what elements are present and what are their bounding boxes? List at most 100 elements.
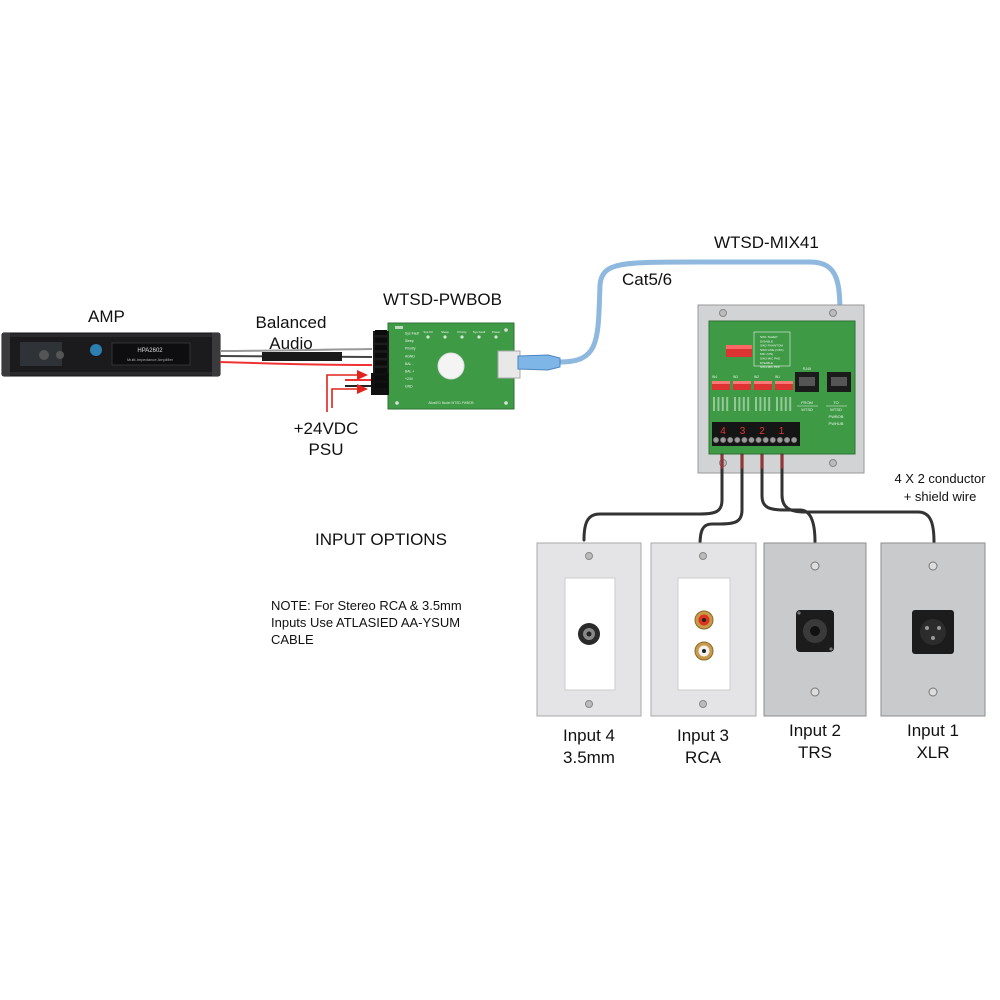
input1-type: XLR — [916, 743, 950, 762]
mix41-channel-number: 4 — [720, 426, 726, 437]
input3-plate — [650, 542, 757, 717]
mix41-dip-switch-top — [712, 381, 730, 384]
pwbob-terminal-label: Sys Fault — [405, 332, 419, 336]
pwbob-top-label: Sys Flt — [423, 330, 432, 334]
pwbob-led — [460, 335, 464, 339]
input3-caption: Input 3 RCA — [653, 725, 753, 769]
pwbob-terminal-screw — [375, 375, 387, 381]
mix41-to-label: WTSD — [830, 407, 842, 412]
pwbob-terminal-label: +24V — [405, 377, 414, 381]
mix41-silk-line — [763, 397, 766, 411]
mix41-silk-line — [717, 397, 720, 411]
note-line2: Inputs Use ATLASIED AA-YSUM — [271, 615, 461, 630]
mix41-dip-head: IN1 — [775, 375, 780, 379]
mix41-dip-switch — [754, 381, 772, 390]
balanced-audio-label: Balanced Audio — [236, 312, 346, 354]
mix41-silk-line — [738, 397, 741, 411]
cat-label: Cat5/6 — [622, 270, 673, 289]
conductor-line1: 4 X 2 conductor — [894, 471, 986, 486]
pwbob-footer-text: AtlasIED Model WTSD-PWBOB — [428, 401, 473, 405]
mix41-to-label: TO — [833, 400, 838, 405]
mix41-dip-note: SW1 SLEEP — [760, 335, 778, 339]
mix41-terminal-screw — [712, 436, 720, 444]
mix41-dip-head: IN4 — [712, 375, 717, 379]
pwbob-top-label: Priority — [457, 330, 467, 334]
mix41-silk-line — [759, 397, 762, 411]
balanced-audio-cable — [219, 348, 373, 366]
mix41-silk-line — [784, 397, 787, 411]
mix41-dip-switch — [733, 381, 751, 390]
amplifier: HPA2602 Multi-Impedance Amplifier — [1, 332, 221, 377]
pwbob-terminal-label: Priority — [405, 347, 416, 351]
mix41-from-label: WTSD — [801, 407, 813, 412]
mix41-dip-note: DISABLE — [760, 361, 773, 365]
conductor-line2: + shield wire — [903, 489, 977, 504]
mix41-silk-line — [742, 397, 745, 411]
pwbob-terminal-label: AGND — [405, 354, 415, 358]
pwbob-terminal-screw — [375, 383, 387, 389]
input1-caption: Input 1 XLR — [883, 720, 983, 764]
mix41-dip-note: DISABLE — [760, 339, 773, 343]
mix41-from-label: FROM — [801, 400, 813, 405]
mix41-silk-line — [776, 397, 778, 411]
mix41-terminal-screw — [734, 436, 741, 444]
mix41-silk-line — [768, 397, 771, 411]
input2-name: Input 2 — [789, 721, 841, 740]
mix41-terminal-screw — [719, 436, 727, 444]
mix41-silk-line — [721, 397, 724, 411]
mix41-terminal-screw — [727, 436, 734, 444]
pwbob-terminal-label: GND — [405, 385, 413, 389]
mix41-dip-switch-top — [775, 381, 793, 384]
input-wires — [582, 453, 936, 547]
input2-type: TRS — [798, 743, 832, 762]
mix41-terminal-screw — [769, 436, 776, 444]
mix41-silk-line — [789, 397, 792, 411]
mix41-dip-head: IN2 — [754, 375, 759, 379]
mix41-channel-number: 1 — [779, 426, 785, 437]
amp-model-text: HPA2602 — [137, 348, 163, 354]
mix41-silk-line — [755, 397, 757, 411]
input4-name: Input 4 — [563, 726, 615, 745]
mix41-dip-note: SW3 LINE (OFF) — [760, 348, 784, 352]
input4-caption: Input 4 3.5mm — [539, 725, 639, 769]
mix41-terminal-screw — [755, 436, 762, 444]
psu-line1: +24VDC — [293, 419, 359, 438]
input3-name: Input 3 — [677, 726, 729, 745]
mix41-channel-number: 2 — [759, 426, 765, 437]
input4-type: 3.5mm — [563, 748, 615, 767]
pwbob-terminal-screw — [375, 360, 387, 366]
pwbob-led — [426, 335, 430, 339]
pwbob-top-label: Sys Fault — [473, 330, 486, 334]
input1-plate — [880, 542, 986, 717]
pwbob-terminal-label: BAL - — [405, 362, 413, 366]
pwbob-terminal-label: BAL + — [405, 370, 414, 374]
mix41-terminal-screw — [790, 436, 798, 444]
pwbob-terminal-screw — [375, 352, 387, 358]
balanced-audio-line1: Balanced — [255, 313, 327, 332]
pwbob-top-label: Sleep — [441, 330, 449, 334]
mix41-dip-switch-top — [733, 381, 751, 384]
balanced-audio-line2: Audio — [269, 334, 313, 353]
mix41-to-label: PWBOB — [829, 414, 844, 419]
rj45-label: RJ45 — [803, 367, 811, 371]
input-options-heading: INPUT OPTIONS — [315, 530, 447, 549]
mix41-to-label: PWHUB — [829, 421, 844, 426]
mix41-silk-line — [713, 397, 715, 411]
pwbob-terminal-screw — [375, 345, 387, 351]
input2-caption: Input 2 TRS — [765, 720, 865, 764]
mix41-dip-switch — [712, 381, 730, 390]
pwbob-led — [477, 335, 481, 339]
psu-line2: PSU — [308, 440, 344, 459]
amp-label: AMP — [88, 307, 125, 326]
mix41-dip-switch — [775, 381, 793, 390]
mix41-silk-line — [726, 397, 729, 411]
mix41-dip-switch-top — [754, 381, 772, 384]
mix41-terminal-screw — [783, 436, 791, 444]
mix41-silk-line — [734, 397, 736, 411]
mix41-channel-number: 3 — [740, 426, 746, 437]
mix41-silk-line — [747, 397, 750, 411]
input2-plate — [763, 542, 867, 717]
